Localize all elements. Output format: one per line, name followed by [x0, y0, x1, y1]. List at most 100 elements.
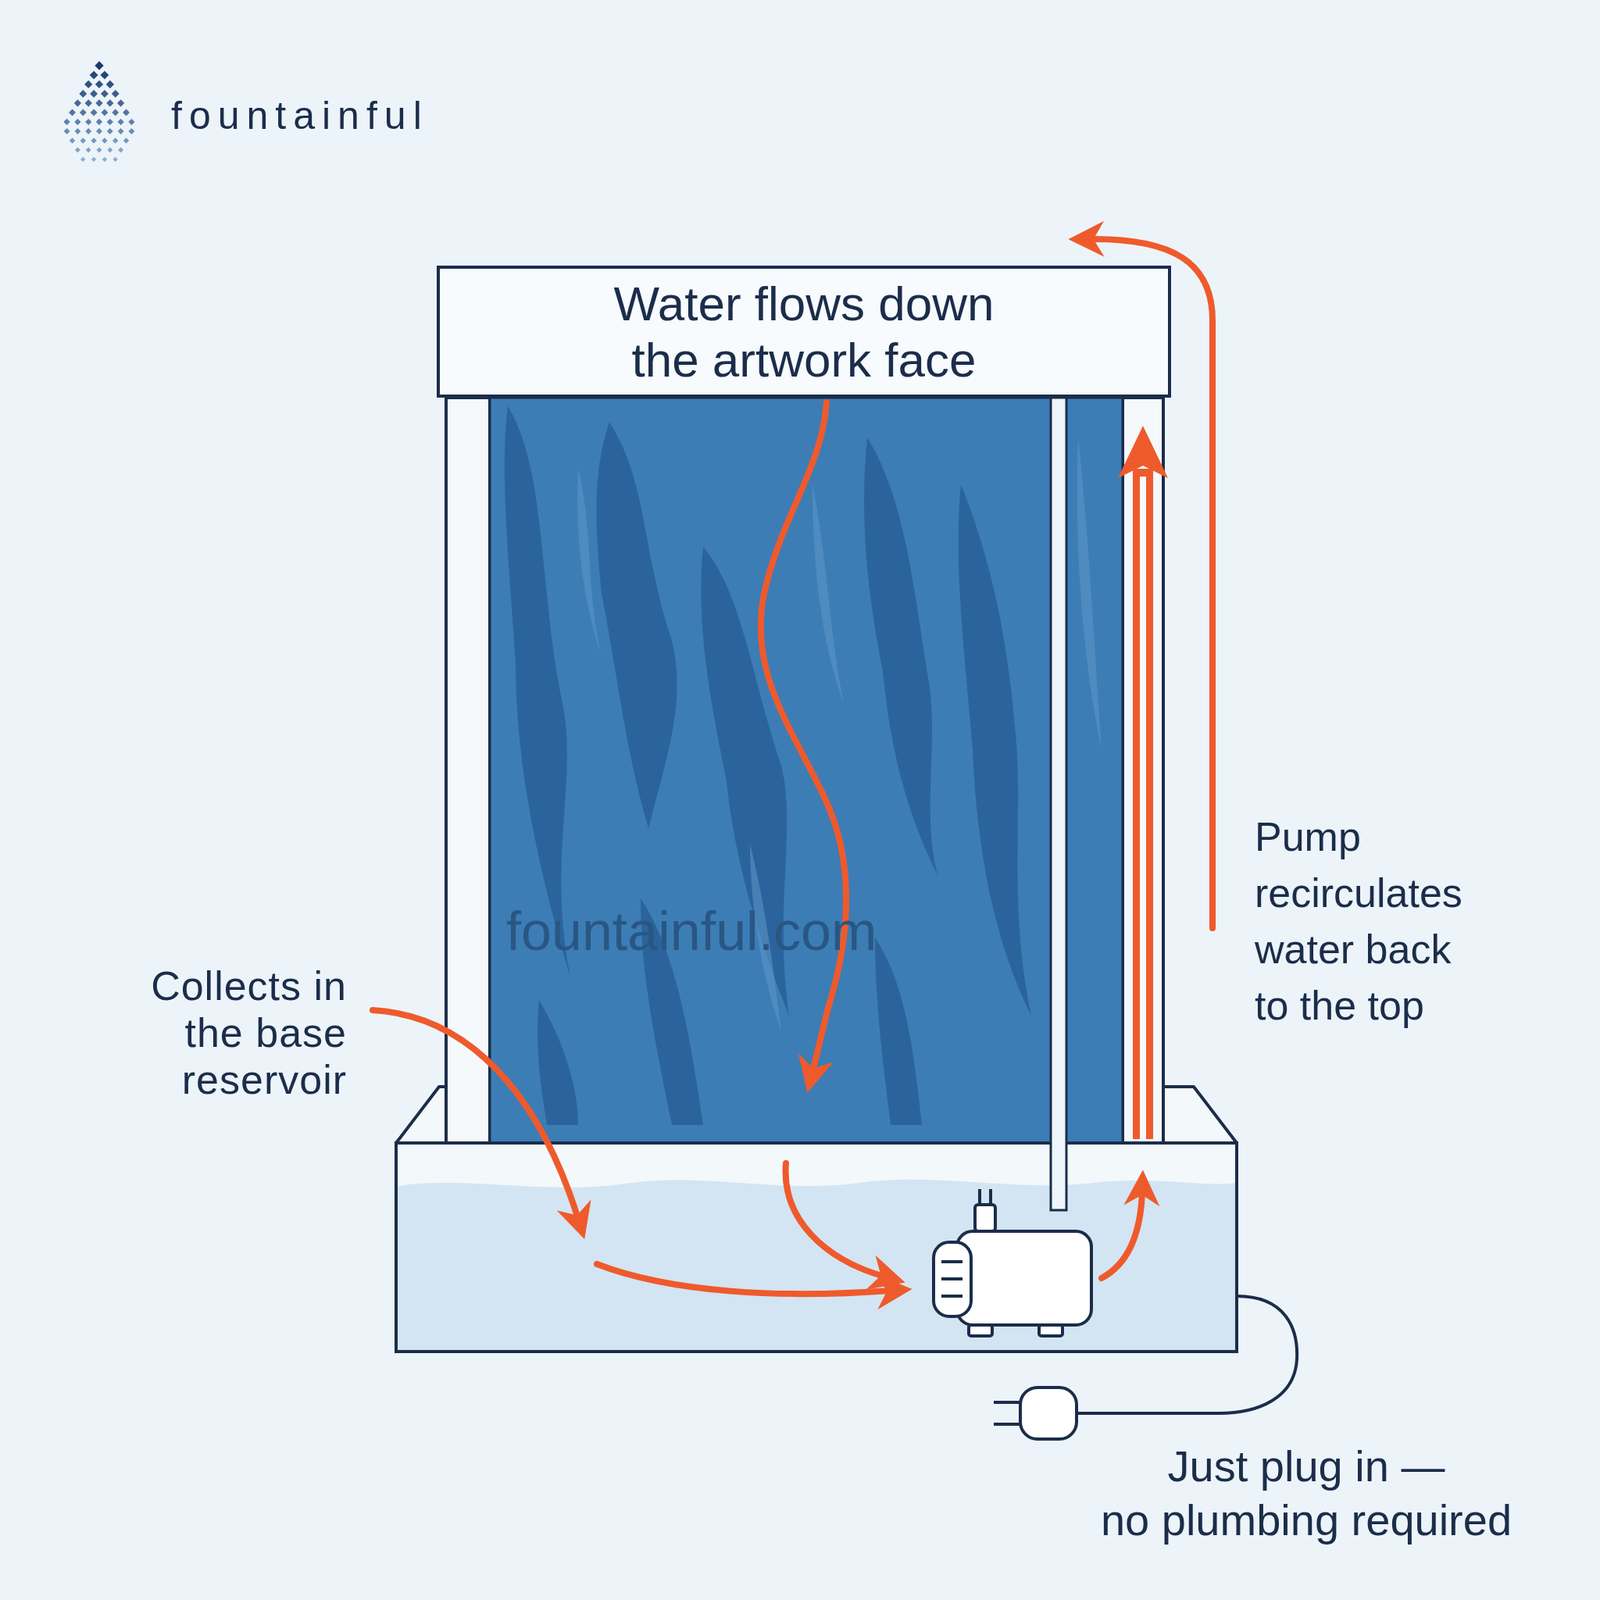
drawing-part — [1076, 1296, 1297, 1414]
logo-dot — [90, 109, 98, 117]
drawing-part — [978, 1189, 982, 1205]
logo-dot — [74, 128, 81, 135]
power-cord — [993, 1296, 1297, 1440]
logo-dot — [75, 147, 81, 154]
logo-dot — [112, 157, 118, 162]
logo-dot — [106, 99, 114, 107]
box-text: Water flows down the artwork face — [614, 275, 995, 389]
logo-dot — [100, 71, 109, 80]
drawing-part — [957, 1231, 1092, 1325]
riser-arrow — [1117, 425, 1168, 1140]
logo-dot — [117, 147, 124, 154]
drawing-part — [504, 406, 571, 977]
drawing-part — [941, 1277, 963, 1281]
drawing-part — [933, 1242, 972, 1317]
logo-dot — [90, 137, 97, 143]
logo-dot — [117, 118, 124, 125]
logo-dot — [117, 128, 125, 135]
logo-dot — [84, 80, 93, 89]
drawing-part — [941, 1294, 963, 1298]
logo-dot — [64, 128, 71, 135]
logo-dot — [80, 157, 86, 162]
logo-dot — [68, 109, 76, 117]
logo-dot — [100, 109, 108, 117]
logo-dot — [128, 118, 135, 125]
logo-dot — [107, 128, 114, 135]
logo-dot — [85, 128, 92, 135]
logo-dot — [89, 71, 99, 80]
drawing-part — [1132, 468, 1154, 1140]
watermark: fountainful.com — [506, 898, 878, 965]
logo-dot — [95, 99, 103, 107]
drawing-part — [1077, 437, 1102, 750]
down-flow-arrow — [760, 402, 847, 1072]
base-reservoir — [396, 1142, 1237, 1352]
collect-arrow — [372, 1010, 579, 1219]
callout-label: Just plug in — no plumbing required — [1100, 1439, 1512, 1547]
logo-dot — [122, 109, 130, 117]
logo-dot — [100, 89, 109, 98]
logo-dot — [128, 128, 135, 135]
drawing-part — [812, 484, 844, 704]
drawing-part — [1039, 1325, 1063, 1336]
logo-dot — [102, 157, 108, 162]
pump-symbol — [933, 1189, 1092, 1336]
logo-dot — [63, 118, 70, 125]
callout-label: Collects in the base reservoir — [150, 962, 347, 1104]
drawing-part — [968, 1325, 993, 1336]
drawing-part — [958, 484, 1032, 1016]
drawing-part — [577, 468, 602, 657]
panel-texture — [504, 406, 1032, 1125]
logo-dot — [107, 147, 113, 154]
logo-dot — [96, 118, 103, 125]
to-pump-arrow — [596, 1264, 891, 1294]
logo-dot — [74, 118, 81, 125]
drawing-part — [993, 1400, 1021, 1404]
logo-dot — [85, 118, 92, 125]
logo-dot — [85, 147, 92, 154]
drawing-part — [875, 937, 922, 1125]
header-box: Water flows down the artwork face — [436, 265, 1172, 398]
logo-dot — [91, 157, 97, 162]
logo-dot — [94, 60, 104, 70]
callout-label: Pump recirculates water back to the top — [1254, 808, 1463, 1034]
logo-dot — [78, 89, 87, 98]
logo-dot — [117, 99, 125, 107]
logo-dot — [106, 80, 115, 89]
drawing-part — [1139, 476, 1147, 1140]
drawing-part — [864, 437, 938, 875]
artwork-panel — [489, 397, 1123, 1143]
drawing-part — [1117, 425, 1168, 479]
logo-dot — [89, 89, 98, 98]
logo-dot — [79, 109, 87, 117]
logo-dot — [111, 89, 120, 98]
logo-dot — [112, 137, 118, 143]
drawing-part — [975, 1204, 996, 1232]
logo-mark — [63, 60, 135, 162]
drawing-part — [989, 1189, 993, 1205]
logo-dot — [107, 118, 114, 125]
drawing-part — [941, 1260, 963, 1264]
logo-dot — [123, 137, 129, 143]
logo-wordmark: fountainful — [171, 92, 429, 140]
logo-dot — [95, 80, 104, 89]
drawing-part — [1020, 1387, 1077, 1440]
drawing-part — [993, 1422, 1021, 1426]
from-pump-arrow — [1101, 1191, 1143, 1279]
drawing-part — [537, 1000, 579, 1125]
supply-tube — [1050, 397, 1067, 1211]
logo-dot — [111, 109, 119, 117]
right-post — [1122, 397, 1164, 1143]
logo-dot — [69, 137, 75, 143]
logo-dot — [85, 99, 93, 107]
logo-dot — [80, 137, 86, 143]
flow-arrows — [372, 239, 1213, 1294]
reservoir-water — [397, 1179, 1236, 1350]
logo-dot — [74, 99, 82, 107]
drawing-part — [596, 421, 677, 829]
to-pump-arrow — [785, 1163, 885, 1277]
logo-dot — [101, 137, 108, 143]
logo-dot — [96, 128, 103, 135]
